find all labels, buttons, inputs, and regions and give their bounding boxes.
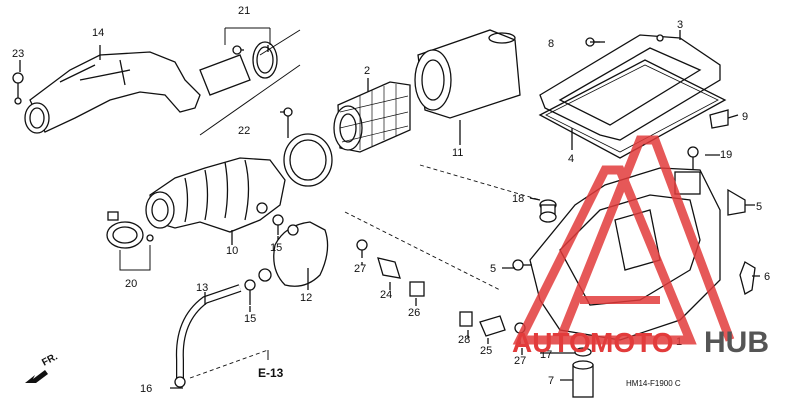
- part-5-clip-upper: [727, 188, 746, 216]
- callout-26: 26: [408, 307, 420, 319]
- part-10-intake-boot: [145, 157, 286, 233]
- watermark-triangle-logo: [512, 135, 735, 345]
- callout-7: 7: [548, 375, 554, 387]
- callout-4: 4: [568, 153, 574, 165]
- part-5-clip-lower: [512, 259, 532, 271]
- part-27-bolt-a: [356, 239, 368, 258]
- part-26-grommet: [409, 281, 425, 297]
- callout-25: 25: [480, 345, 492, 357]
- part-2-filter-element: [333, 81, 411, 153]
- callout-27a: 27: [354, 263, 366, 275]
- callout-2: 2: [364, 65, 370, 77]
- callout-5b: 5: [490, 263, 496, 275]
- part-22-bolt: [283, 107, 293, 138]
- part-15-clip-upper: [272, 214, 284, 235]
- callout-17: 17: [540, 349, 552, 361]
- watermark-text-hub: HUB: [704, 326, 769, 359]
- part-13-drain-hose: [174, 284, 242, 388]
- part-14-intake-duct: [24, 51, 201, 134]
- part-17-clip: [574, 347, 592, 357]
- callout-27b: 27: [514, 355, 526, 367]
- callout-24: 24: [380, 289, 392, 301]
- part-23-bolt: [12, 72, 24, 105]
- callout-22: 22: [238, 125, 250, 137]
- part-12-drain-chamber: [258, 221, 329, 287]
- callout-9: 9: [742, 111, 748, 123]
- part-11-outer-filter: [414, 29, 521, 119]
- callout-21: 21: [238, 5, 250, 17]
- watermark-text-auto: AUTO: [512, 327, 591, 358]
- diagram-code: HM14-F1900 C: [626, 379, 681, 388]
- part-25-bracket: [479, 315, 506, 337]
- callout-12: 12: [300, 292, 312, 304]
- callout-14: 14: [92, 27, 104, 39]
- callout-23: 23: [12, 48, 24, 60]
- callout-28: 28: [458, 334, 470, 346]
- callout-11: 11: [452, 147, 463, 159]
- part-21-clamp: [199, 41, 278, 96]
- front-direction-indicator: FR.: [25, 351, 60, 383]
- automotohub-watermark: AUTO MOTO HUB: [512, 135, 769, 359]
- part-20-clamp: [106, 211, 154, 271]
- callout-8: 8: [548, 38, 554, 50]
- callout-18: 18: [512, 193, 524, 205]
- part-18-grommet: [539, 199, 557, 223]
- callout-19: 19: [720, 149, 732, 161]
- part-6-clip: [739, 261, 756, 295]
- callout-20: 20: [125, 278, 137, 290]
- filter-ring: [283, 133, 333, 187]
- watermark-text-moto: MOTO: [590, 327, 673, 358]
- callout-16: 16: [140, 383, 152, 395]
- part-15-clip-lower: [244, 279, 256, 305]
- callout-5a: 5: [756, 201, 762, 213]
- part-9-clip: [709, 109, 729, 129]
- part-7-drain-plug: [572, 360, 594, 398]
- callout-15a: 15: [270, 242, 282, 254]
- direction-label: FR.: [40, 351, 60, 368]
- callout-10: 10: [226, 245, 238, 257]
- callout-13: 13: [196, 282, 208, 294]
- callout-15b: 15: [244, 313, 256, 325]
- part-4-seal: [538, 59, 727, 159]
- part-24-bracket: [377, 257, 401, 279]
- ref-label-e13: E-13: [258, 366, 284, 380]
- part-28-grommet: [459, 311, 473, 327]
- callout-6: 6: [764, 271, 770, 283]
- part-3-cover: [539, 34, 721, 141]
- callout-3: 3: [677, 19, 683, 31]
